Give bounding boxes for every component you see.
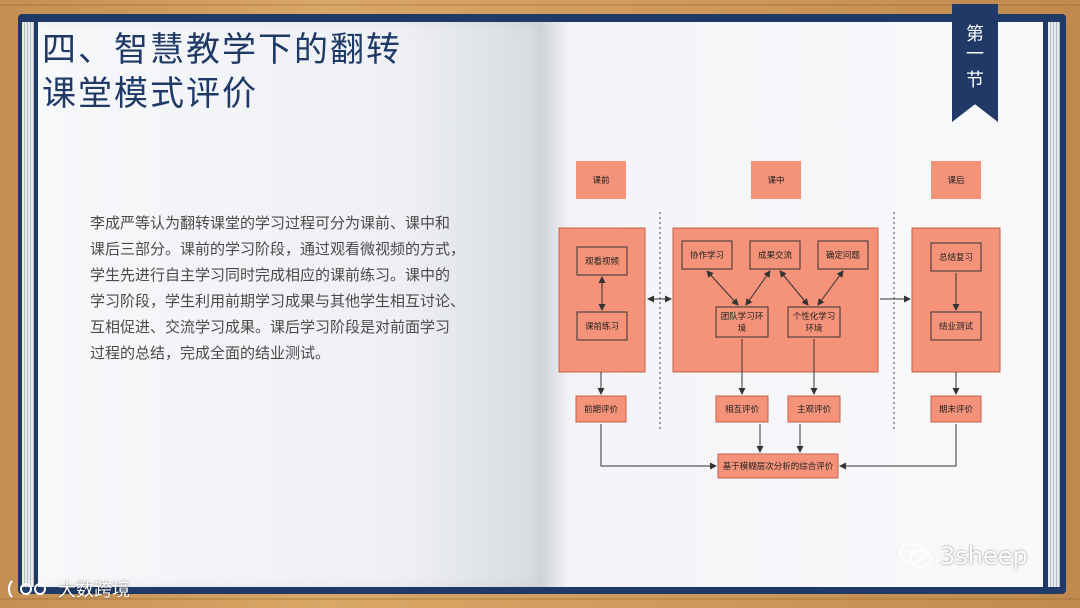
header-mid-label: 课中 [767,175,784,186]
self-eval-box [787,395,841,423]
final-test-label: 结业测试 [939,321,974,332]
body-line: 学习阶段，学生利用前期学习成果与其他学生相互讨论、 [90,292,466,310]
collab-learning-label: 协作学习 [690,250,724,261]
header-pre-label: 课前 [592,175,610,186]
page-title: 四、智慧教学下的翻转 课堂模式评价 [42,28,462,116]
combined-eval-box [717,453,839,479]
team-env-label-1: 团队学习环 [721,311,764,322]
body-line: 互相促进、交流学习成果。课后学习阶段是对前面学习 [90,318,451,336]
body-paragraph: 李成严等认为翻转课堂的学习过程可分为课前、课中和 课后三部分。课前的学习阶段，通… [90,210,495,366]
page-edges-right [1048,22,1060,587]
early-eval-label: 前期评价 [584,404,619,415]
ribbon-char: 节 [966,70,984,91]
header-mid-box [751,161,801,199]
peer-eval-box [715,395,769,423]
final-test-box [930,311,982,341]
body-line: 过程的总结，完成全面的结业测试。 [90,344,331,362]
summary-review-box [930,242,982,272]
define-problem-box [817,240,869,270]
peer-eval-label: 相互评价 [725,404,760,415]
section-ribbon: 第 一 节 [952,4,998,122]
ribbon-char: 第 [966,24,984,45]
final-eval-label: 期末评价 [939,404,974,415]
header-pre-box [576,161,626,199]
define-problem-label: 确定问题 [826,250,861,261]
summary-review-label: 总结复习 [939,252,973,263]
self-eval-label: 主观评价 [797,404,832,415]
watch-video-label: 观看视频 [585,256,620,267]
collab-learning-box [681,240,733,270]
page-edges-left [22,22,34,587]
personal-env-label-1: 个性化学习 [793,311,836,322]
team-env-label-2: 境 [738,323,747,334]
pre-exercise-box [576,311,628,341]
header-post-box [931,161,981,199]
left-page [38,22,558,587]
header-post-label: 课后 [947,175,965,186]
wechat-icon [899,543,932,568]
personal-env-label-2: 环境 [805,323,823,334]
final-eval-box [930,395,982,423]
brand-text: 大数跨境 [58,580,130,601]
body-line: 李成严等认为翻转课堂的学习过程可分为课前、课中和 [90,214,451,232]
title-line-2: 课堂模式评价 [42,74,258,114]
ribbon-char: 一 [966,44,984,65]
watermark: 3sheep [898,538,1028,574]
share-results-label: 成果交流 [758,250,793,261]
watermark-text: 3sheep [940,542,1028,570]
brand-mark: 大数跨境 [6,576,130,602]
brand-logo-icon [8,580,46,598]
pre-exercise-label: 课前练习 [585,321,619,332]
early-eval-box [575,395,627,423]
combined-eval-label: 基于模糊层次分析的综合评价 [723,461,834,472]
body-line: 课后三部分。课前的学习阶段，通过观看微视频的方式， [90,240,466,258]
share-results-box [749,240,801,270]
personal-env-box [787,306,841,338]
watch-video-box [576,246,628,276]
team-env-box [715,306,769,338]
title-line-1: 四、智慧教学下的翻转 [42,30,402,70]
body-line: 学生先进行自主学习同时完成相应的课前练习。课中的 [90,266,451,284]
